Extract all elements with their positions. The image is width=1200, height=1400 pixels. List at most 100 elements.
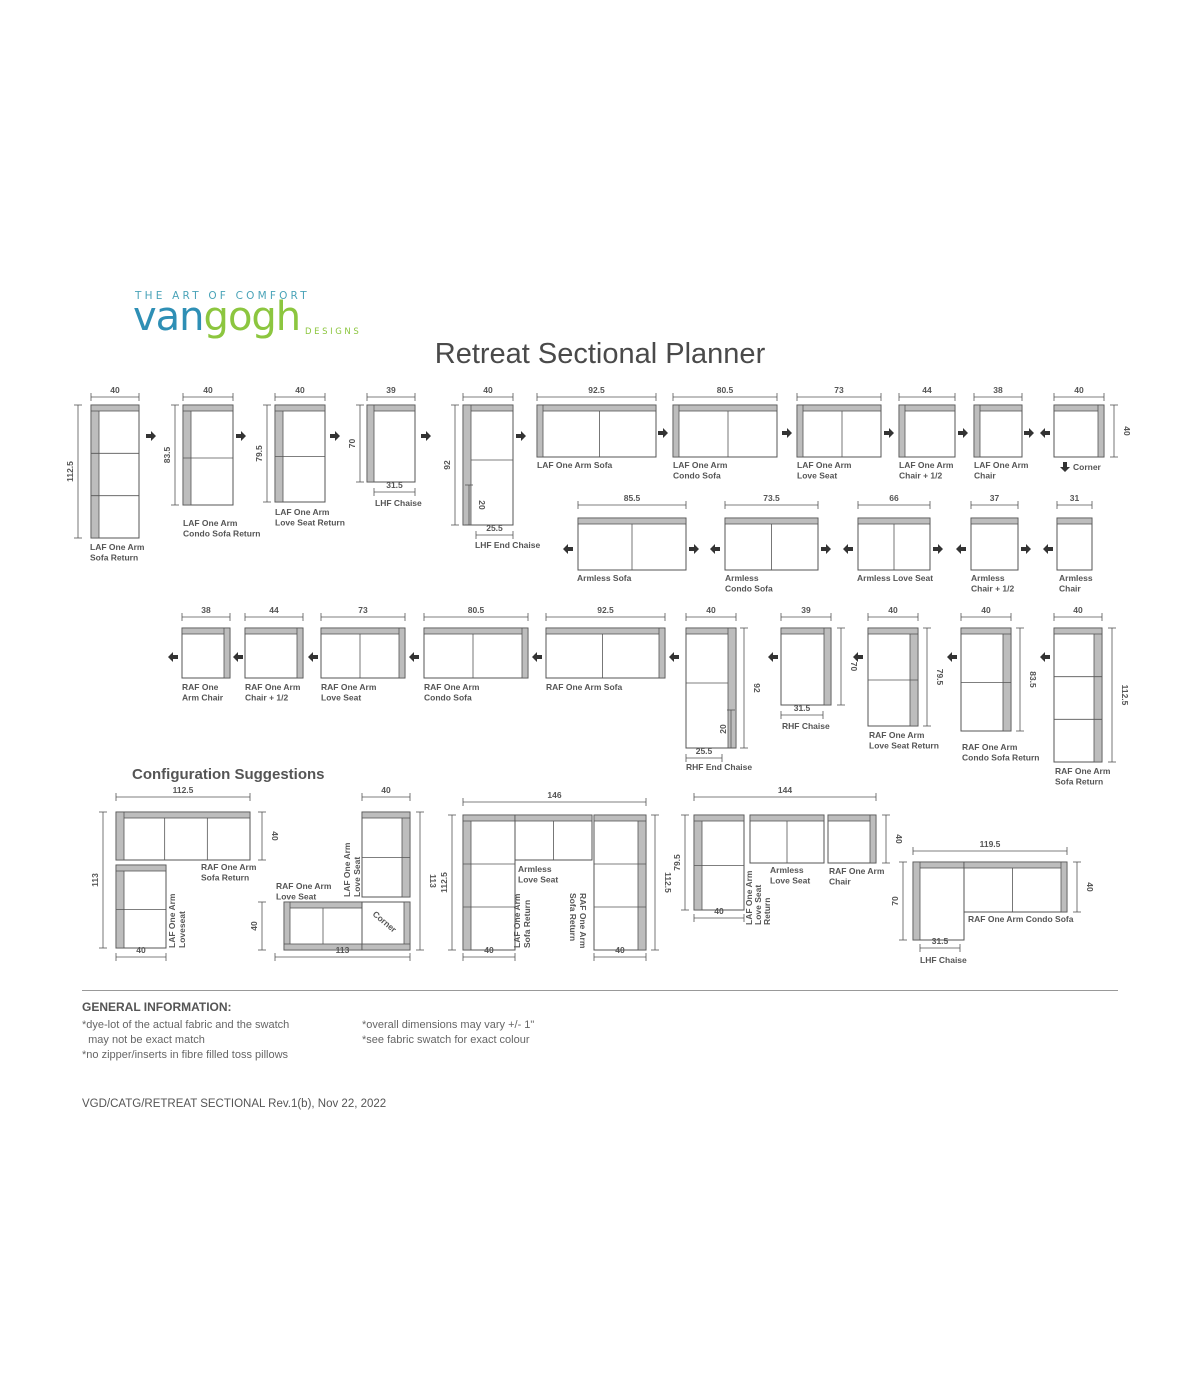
arrow-right-icon [516, 431, 526, 441]
piece-label: RAF One Arm Sofa [546, 682, 622, 692]
arrow-left-icon [1043, 544, 1053, 554]
armless-condo-sofa-back [724, 517, 819, 525]
arrow-right-icon [933, 544, 943, 554]
cfg5-condo-sofa [963, 861, 1068, 913]
cfg4-laf-return-arm [693, 814, 745, 822]
dim-depth-label: 112.5 [439, 872, 449, 893]
config-label: Armless [518, 864, 552, 874]
dim-depth-label: 113 [90, 873, 100, 887]
general-info-title: GENERAL INFORMATION: [82, 1000, 232, 1014]
piece-label: RAF One Arm [424, 682, 480, 692]
brand-name-van: van [133, 294, 205, 340]
arrow-left-icon [710, 544, 720, 554]
dim-width-label: 40 [203, 385, 213, 395]
page-title: Retreat Sectional Planner [434, 338, 766, 370]
cfg1-loveseat-back [115, 864, 125, 949]
dim-depth-label: 92 [752, 683, 762, 693]
dim-depth-label: 112.5 [1120, 685, 1130, 706]
cfg2-corner [361, 901, 411, 951]
raf-sofa-return-back [1093, 627, 1103, 763]
dim-depth-label: 83.5 [1028, 671, 1038, 688]
piece-label: Condo Sofa Return [183, 529, 260, 539]
armless-chair-half [970, 517, 1019, 571]
dim-depth-label: 92 [442, 460, 452, 470]
cfg5-chaise-arm [912, 861, 921, 941]
dim-depth-label: 40 [249, 921, 259, 931]
dim-width-label: 44 [269, 605, 279, 615]
piece-label: RAF One Arm [962, 742, 1018, 752]
laf-sofa-return-arm [90, 404, 140, 412]
brand-logo: vangogh [133, 292, 301, 342]
armless-chair-back [1056, 517, 1093, 525]
dim-width-label: 73.5 [763, 493, 780, 503]
raf-loveseat [320, 627, 406, 679]
dim-width-label: 85.5 [624, 493, 641, 503]
piece-label: Sofa Return [90, 553, 138, 563]
piece-label: Sofa Return [1055, 777, 1103, 787]
dim-seat-label: 25.5 [696, 746, 713, 756]
arrow-right-icon [236, 431, 246, 441]
piece-label: LAF One Arm [899, 460, 954, 470]
cfg4-laf-return-back [693, 814, 703, 911]
cfg1-loveseat-arm [115, 864, 167, 872]
laf-chair-half-arm [898, 404, 906, 458]
general-info-col2: *overall dimensions may vary +/- 1" *see… [362, 1019, 535, 1046]
brand-sub: DESIGNS [305, 327, 362, 337]
piece-label: Chair + 1/2 [971, 584, 1015, 594]
cfg1-sofa-return [115, 811, 251, 861]
corner-back [1053, 404, 1105, 412]
laf-condo-sofa-back [672, 404, 778, 412]
arrow-left-icon [168, 652, 178, 662]
piece-label: Condo Sofa [424, 693, 472, 703]
raf-condo-return-arm [960, 627, 1012, 635]
arrow-right-icon [421, 431, 431, 441]
arrow-right-icon [821, 544, 831, 554]
cfg5-chaise [912, 861, 965, 941]
arrow-right-icon [1024, 428, 1034, 438]
dim-width-label: 38 [993, 385, 1003, 395]
piece-label: Armless Sofa [577, 573, 632, 583]
dim-depth-label: 70 [849, 662, 859, 672]
dim-width-label: 31 [1070, 493, 1080, 503]
cfg2-loveseat-back [401, 811, 411, 898]
laf-condo-return-back [182, 404, 192, 506]
arrow-left-icon [1040, 428, 1050, 438]
cfg5-chaise-back [912, 861, 965, 869]
lhf-chaise [366, 404, 416, 483]
cfg3-raf-return-arm [593, 814, 647, 822]
laf-sofa-return-back [90, 404, 100, 539]
piece-label: RHF End Chaise [686, 762, 752, 772]
arrow-left-icon [532, 652, 542, 662]
dim-depth-label: 40 [894, 834, 904, 844]
config-label: LAF One Arm [744, 870, 754, 925]
piece-label: LAF One Arm [183, 518, 238, 528]
config-label: Sofa Return [201, 873, 249, 883]
dim-width-label: 40 [615, 945, 625, 955]
piece-label: Arm Chair [182, 693, 224, 703]
rhf-chaise [780, 627, 832, 706]
dim-seat-label: 25.5 [486, 523, 503, 533]
dim-width-label: 80.5 [717, 385, 734, 395]
document-code: VGD/CATG/RETREAT SECTIONAL Rev.1(b), Nov… [82, 1098, 387, 1110]
config-label: Loveseat [177, 911, 187, 948]
arrow-right-icon [658, 428, 668, 438]
config-label: Chair [829, 877, 851, 887]
arrow-left-icon [768, 652, 778, 662]
cfg3-armless-back [514, 814, 593, 822]
dim-width-label: 40 [888, 605, 898, 615]
dim-depth-label: 70 [347, 439, 357, 449]
arrow-left-icon [956, 544, 966, 554]
config-label: RAF One Arm Condo Sofa [968, 914, 1074, 924]
arrow-left-icon [308, 652, 318, 662]
laf-sofa-back [536, 404, 657, 412]
config-label: LAF One Arm [342, 842, 352, 897]
dim-width-label: 73 [834, 385, 844, 395]
dim-seat-label: 31.5 [794, 703, 811, 713]
lhf-chaise-arm [366, 404, 375, 483]
cfg1-sofa-return-back [115, 811, 251, 819]
cfg3-laf-return [462, 814, 516, 951]
config-label: Love Seat [770, 876, 810, 886]
piece-label: Condo Sofa [725, 584, 773, 594]
raf-sofa-back [545, 627, 666, 635]
dim-width-label: 113 [336, 945, 350, 955]
